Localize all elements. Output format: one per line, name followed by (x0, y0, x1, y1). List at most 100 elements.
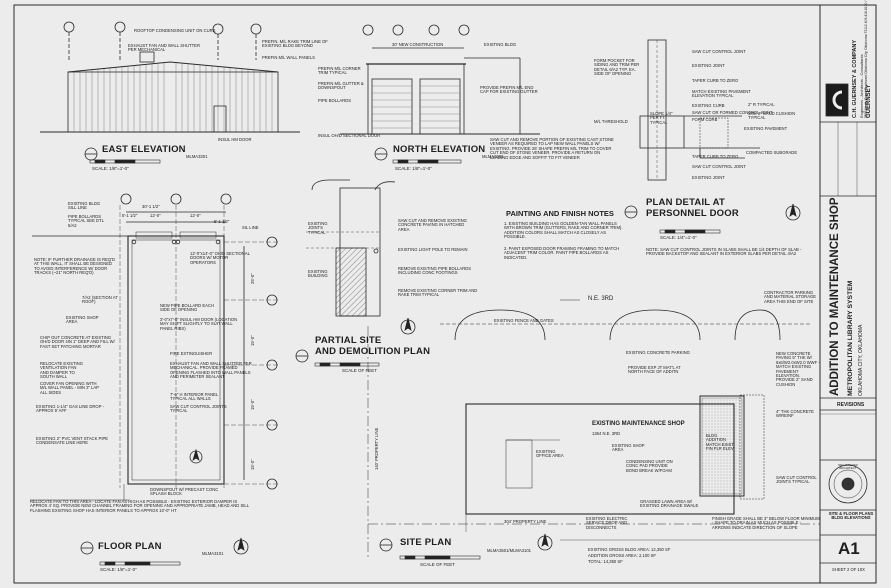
plan-detail-note: SAW CUT OR FORMED CONTROL JOINT (692, 110, 773, 115)
east-note: PREFIN M/L GUTTER & DOWNSPOUT (318, 81, 364, 91)
plan-detail-note: EXISTING JOINT (692, 175, 725, 180)
plan-detail-note: EXISTING PAVEMENT (744, 126, 788, 131)
firm-brand: GUERNSEY (866, 84, 872, 118)
site-note: BLDG ADDITION MATCH EXIST FIN FLR ELEV (706, 433, 734, 452)
east-note: ROOFTOP CONDENSING UNIT ON CURB (134, 28, 216, 33)
site-note: EXISTING SHOP AREA (612, 443, 645, 453)
firm-name: C.H. GUERNSEY & COMPANY (852, 39, 858, 118)
revisions-label: REVISIONS (837, 402, 865, 408)
plan-detail-note: EXISTING CURB (692, 103, 725, 108)
floor-dim: 12'-0" (150, 213, 161, 218)
plan-detail-note: SAW CUT CONTROL JOINT (692, 164, 746, 169)
project-location: OKLAHOMA CITY, OKLAHOMA (858, 324, 864, 396)
east-elevation-scale: SCALE: 1/8"=1'-0" (92, 166, 129, 171)
partial-site-note: EXISTING BUILDING (308, 269, 328, 279)
site-plan-ref: MLMA3501/MLMA3101 (487, 548, 531, 553)
partial-site-note: REMOVE EXISTING PIPE BOLLARDS INCLUDING … (398, 266, 472, 276)
site-area: ADDITION GROSS AREA: 2,100 SF (588, 553, 656, 558)
floor-dim: 30'-1 1/2" (142, 204, 160, 209)
floor-note: NEW PIPE BOLLARD EACH SIDE OF OPENING (160, 303, 214, 313)
floor-plan-title: FLOOR PLAN (98, 541, 162, 552)
floor-note: EXISTING 1-1/4" GAS LINE DROP - APPROX 9… (36, 404, 104, 414)
floor-note: FIRE EXTINGUISHER (170, 351, 213, 356)
site-note: 4" THK CONCRETE W/REINF (776, 409, 814, 419)
north-elevation-ref: MLMA3302 (482, 154, 504, 159)
partial-site-title-2: AND DEMOLITION PLAN (315, 346, 431, 357)
floor-dim: 5'-1 1/2" (122, 213, 138, 218)
site-note: SAW CUT CONTROL JOINTS TYPICAL (776, 475, 817, 485)
plan-detail-note: EXISTING JOINT (692, 63, 725, 68)
floor-note: SIL LINE (242, 225, 259, 230)
east-note: PREFIN M/L WALL PANELS (262, 55, 315, 60)
floor-note: PIPE BOLLARDS TYPICAL SEE DTL 5/A2 (68, 214, 104, 228)
site-note: FINISH GRADE SHALL BE 3" BELOW FLOOR MIN… (712, 516, 820, 530)
site-street-label: N.E. 3RD (588, 296, 614, 302)
site-note-vertical: 140' PROPERTY LINE (374, 427, 379, 470)
east-note: INSUL HM DOOR (218, 137, 252, 142)
plan-detail-title: PLAN DETAIL AT (646, 197, 725, 208)
plan-detail-title-2: PERSONNEL DOOR (646, 208, 739, 219)
painting-notes-title: PAINTING AND FINISH NOTES (506, 209, 614, 218)
north-note: SAW CUT AND REMOVE PORTION OF EXISTING C… (490, 137, 614, 160)
floor-dim: 12'-0" (190, 213, 201, 218)
plan-detail-note: TAPER CURB TO ZERO (692, 154, 739, 159)
plan-detail-note: SAW CUT CONTROL JOINT (692, 49, 746, 54)
floor-plan-bottom-note: RELOCATE FAN TO THIS AREA - LOCATE FAN A… (30, 499, 249, 513)
site-note: EXISTING ELECTRIC SERVICE DROP AND DISCO… (586, 516, 628, 530)
plan-detail-note: FORM POCKET FOR SIDING AND TRIM PER DETA… (594, 58, 640, 77)
sheet-number: A1 (838, 539, 860, 558)
plan-detail-note: FORM CURB (692, 117, 718, 122)
site-note: 304' PROPERTY LINE (504, 519, 547, 524)
site-note: EXISTING FENCE AND GATES (494, 318, 554, 323)
floor-note: EXISTING SHOP AREA (66, 315, 99, 325)
painting-note: 1. EXISTING BUILDING HAS GOLDEN-TAN WALL… (504, 221, 623, 240)
project-title: ADDITION TO MAINTENANCE SHOP (829, 197, 841, 397)
plan-detail-note: TAPER CURB TO ZERO (692, 78, 739, 83)
floor-note: NOTE: IF FURTHER DRAINAGE IS REQ'D AT TH… (34, 257, 115, 276)
floor-note: 7/A2 (SECTION AT ROOF) (82, 295, 118, 305)
east-note: EXHAUST FAN AND WALL SHUTTER PER MECHANI… (128, 43, 200, 53)
floor-dim-vertical: 25'-0" (250, 273, 255, 284)
east-elevation-title: EAST ELEVATION (102, 144, 186, 155)
partial-site-note: SAW CUT AND REMOVE EXISTING CONCRETE PAV… (398, 218, 467, 232)
site-note: GRASSED LAWN AREA W/ EXISTING DRAINAGE S… (640, 499, 699, 509)
site-note: EXISTING CONCRETE PARKING (626, 350, 690, 355)
painting-note: 2. PAINT EXPOSED DOOR FRAMING FRAMING TO… (504, 246, 620, 260)
floor-dim-vertical: 15'-0" (250, 399, 255, 410)
plan-detail-scale: SCALE: 1/4"=1'-0" (660, 235, 697, 240)
plan-detail-note: COMPACTED SUBGRADE (746, 150, 798, 155)
site-area: EXISTING GROSS BLDG AREA: 12,350 SF (588, 547, 671, 552)
north-existing-label: EXISTING BLDG (484, 42, 517, 47)
partial-site-note: REMOVE EXISTING CORNER TRIM AND RAKE TRI… (398, 288, 478, 298)
partial-site-note: EXISTING JOINTS TYPICAL (308, 221, 328, 235)
east-note: PREFIN M/L CORNER TRIM TYPICAL (318, 66, 361, 76)
partial-site-title: PARTIAL SITE (315, 335, 382, 346)
north-elevation-title: NORTH ELEVATION (393, 144, 486, 155)
plan-detail-note-block: NOTE: SAW CUT CONTROL JOINTS IN SLABS SH… (646, 247, 802, 257)
plan-detail-note: SLOPE 1/4" PER FT. TYPICAL (650, 111, 673, 125)
sheet-of: SHEET 2 OF 10X (832, 567, 865, 572)
east-elevation-ref: MLMA3301 (186, 154, 208, 159)
plan-detail-note: M/L THRESHOLD (594, 119, 628, 124)
east-note: INSUL OH/D SECTIONAL DOOR (318, 133, 381, 138)
site-plan-title: SITE PLAN (400, 537, 452, 548)
site-area: TOTAL: 14,350 SF (588, 559, 623, 564)
site-shop-label: EXISTING MAINTENANCE SHOP (592, 421, 685, 427)
site-plan-scale: SCALE OF FEET (420, 562, 456, 567)
plan-detail-note: MIN. 2" SAND CUSHION TYPICAL (748, 111, 796, 121)
floor-note: 12'-0"x14'-0" OH/D SECTIONAL DOORS W/ MO… (190, 251, 250, 265)
floor-note: EXHAUST FAN AND WALL SHUTTER PER MECHANI… (170, 361, 252, 380)
north-note: PROVIDE PREFIN M/L END CAP FOR EXISTING … (480, 85, 538, 95)
floor-note: CHIP OUT CONCRETE AT EXISTING OH/D DOOR … (40, 335, 115, 349)
floor-note: EXISTING 2" PVC VENT STACK PIPE CONDENSA… (36, 436, 109, 446)
floor-plan-scale: SCALE: 1/8"=1'-0" (100, 567, 137, 572)
site-note: NEW CONCRETE PAVING 5" THK W/ 6x6/W2.0xW… (776, 351, 820, 387)
site-note: CONTRACTOR PARKING AND MATERIAL STORAGE … (764, 290, 817, 304)
floor-note: COVER FAN OPENING WITH M/L WALL PANEL - … (40, 381, 99, 395)
site-note: EXISTING OFFICE AREA (536, 449, 564, 459)
floor-note: RELOCATE EXISTING VENTILATION FAN AND DA… (40, 361, 83, 380)
floor-note: DOWNSPOUT W/ PRECAST CONC SPLASH BLOCK (150, 487, 219, 497)
floor-note: SAW CUT CONTROL JOINTS TYPICAL (170, 404, 227, 414)
north-dim: 30' NEW CONSTRUCTION (392, 42, 444, 47)
sheet-title: SITE & FLOOR PLANS BLDG ELEVATIONS (828, 511, 874, 521)
